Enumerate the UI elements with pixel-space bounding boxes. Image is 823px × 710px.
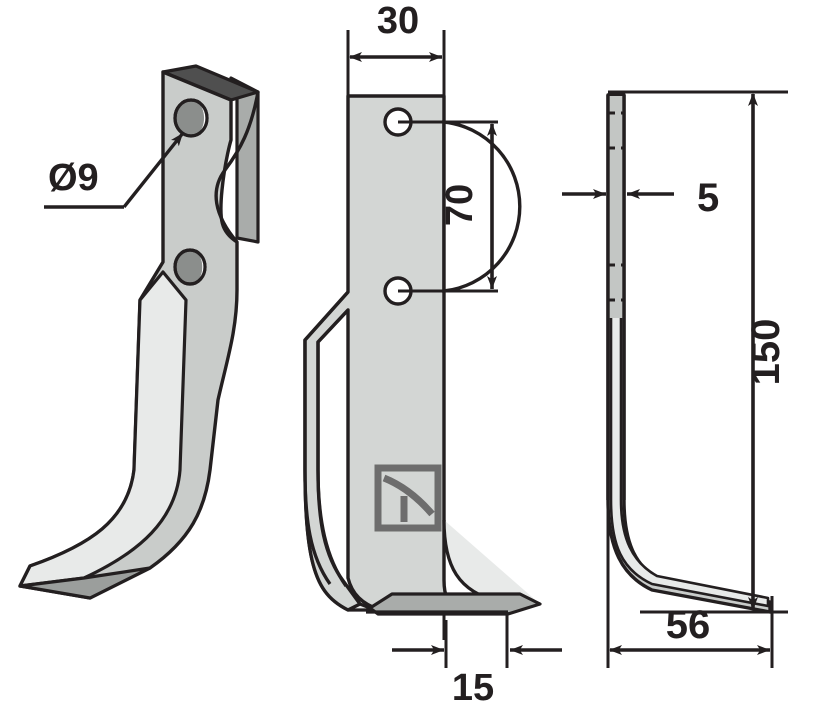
iso-shank-s-curve xyxy=(214,91,260,244)
manufacturer-logo-watermark xyxy=(374,464,442,532)
upper-hole xyxy=(383,107,498,137)
iso-foot-underside xyxy=(18,566,152,600)
dimension-foot-offset-15: 15 xyxy=(452,667,494,709)
front-semicircular-notch xyxy=(442,120,522,293)
dimension-foot-length-56: 56 xyxy=(666,603,711,647)
lower-hole-iso xyxy=(173,248,207,286)
lower-hole xyxy=(383,276,498,306)
front-left-bevel-edge xyxy=(303,290,350,585)
side-view: 5 150 56 xyxy=(562,90,788,668)
upper-hole-iso xyxy=(173,98,209,138)
hole-diameter-leader xyxy=(44,131,185,209)
dimension-height-150: 150 xyxy=(744,319,788,386)
dimension-hole-spacing-70: 70 xyxy=(439,184,481,226)
side-plate-inner-strip xyxy=(609,298,770,608)
isometric-3d-view: Ø9 xyxy=(18,64,260,600)
front-inner-bevel-edge xyxy=(316,308,350,587)
iso-tip-edge xyxy=(18,565,32,587)
front-view: 30 70 xyxy=(303,0,562,709)
dimension-hole-diameter: Ø9 xyxy=(48,157,99,199)
dimension-thickness-5: 5 xyxy=(697,176,719,220)
dimension-width-30: 30 xyxy=(377,0,419,42)
side-hidden-hole-marks xyxy=(608,111,623,302)
front-foot-bar xyxy=(368,592,542,616)
side-plate-upper-fill xyxy=(609,96,623,318)
